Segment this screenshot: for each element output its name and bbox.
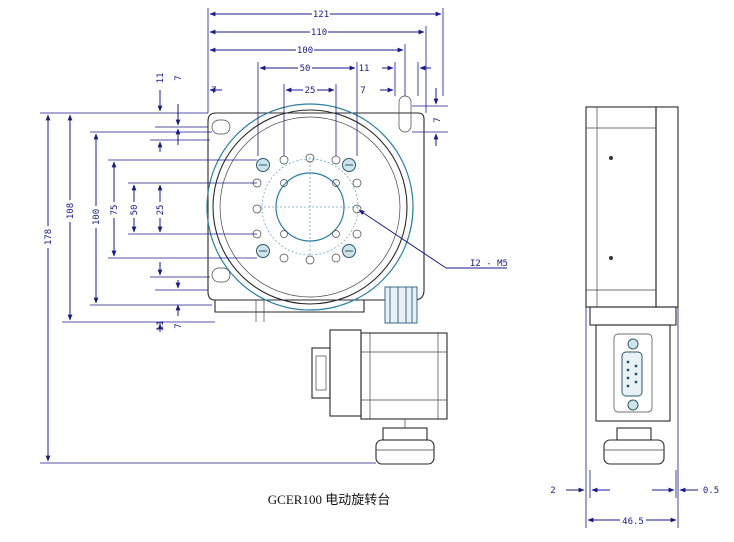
thread-callout: I2 - M5 [470,259,508,269]
dim-100: 100 [297,46,313,56]
dim-110: 110 [311,28,327,38]
front-view [206,95,448,465]
side-view [585,106,679,465]
dim-50: 50 [300,64,311,74]
dim-75: 75 [110,205,120,216]
dim-46-5: 46.5 [622,517,644,527]
dim-11-left-top: 11 [156,73,166,84]
dim-7-right-vertical: 7 [433,117,443,122]
dim-11-top-right: 11 [359,64,370,74]
dim-7-left-top: 7 [174,75,184,80]
dimension-labels: 121 110 100 50 25 11 7 7 7 11 7 178 108 … [42,7,719,527]
dim-0-5: 0.5 [703,486,719,496]
dim-7-left-bottom: 7 [174,323,184,328]
dim-11-left-bottom: 11 [156,321,166,332]
dim-25: 25 [305,86,316,96]
dim-25-vertical: 25 [156,205,166,216]
dimension-lines [40,8,698,528]
dim-7-top-mid: 7 [360,86,365,96]
dim-50-vertical: 50 [130,205,140,216]
dim-2: 2 [550,486,555,496]
dim-100-vertical: 100 [92,209,102,225]
dim-178: 178 [44,229,54,245]
dim-121: 121 [313,10,329,20]
dim-7-top-left: 7 [211,86,216,96]
dim-108: 108 [66,203,76,219]
